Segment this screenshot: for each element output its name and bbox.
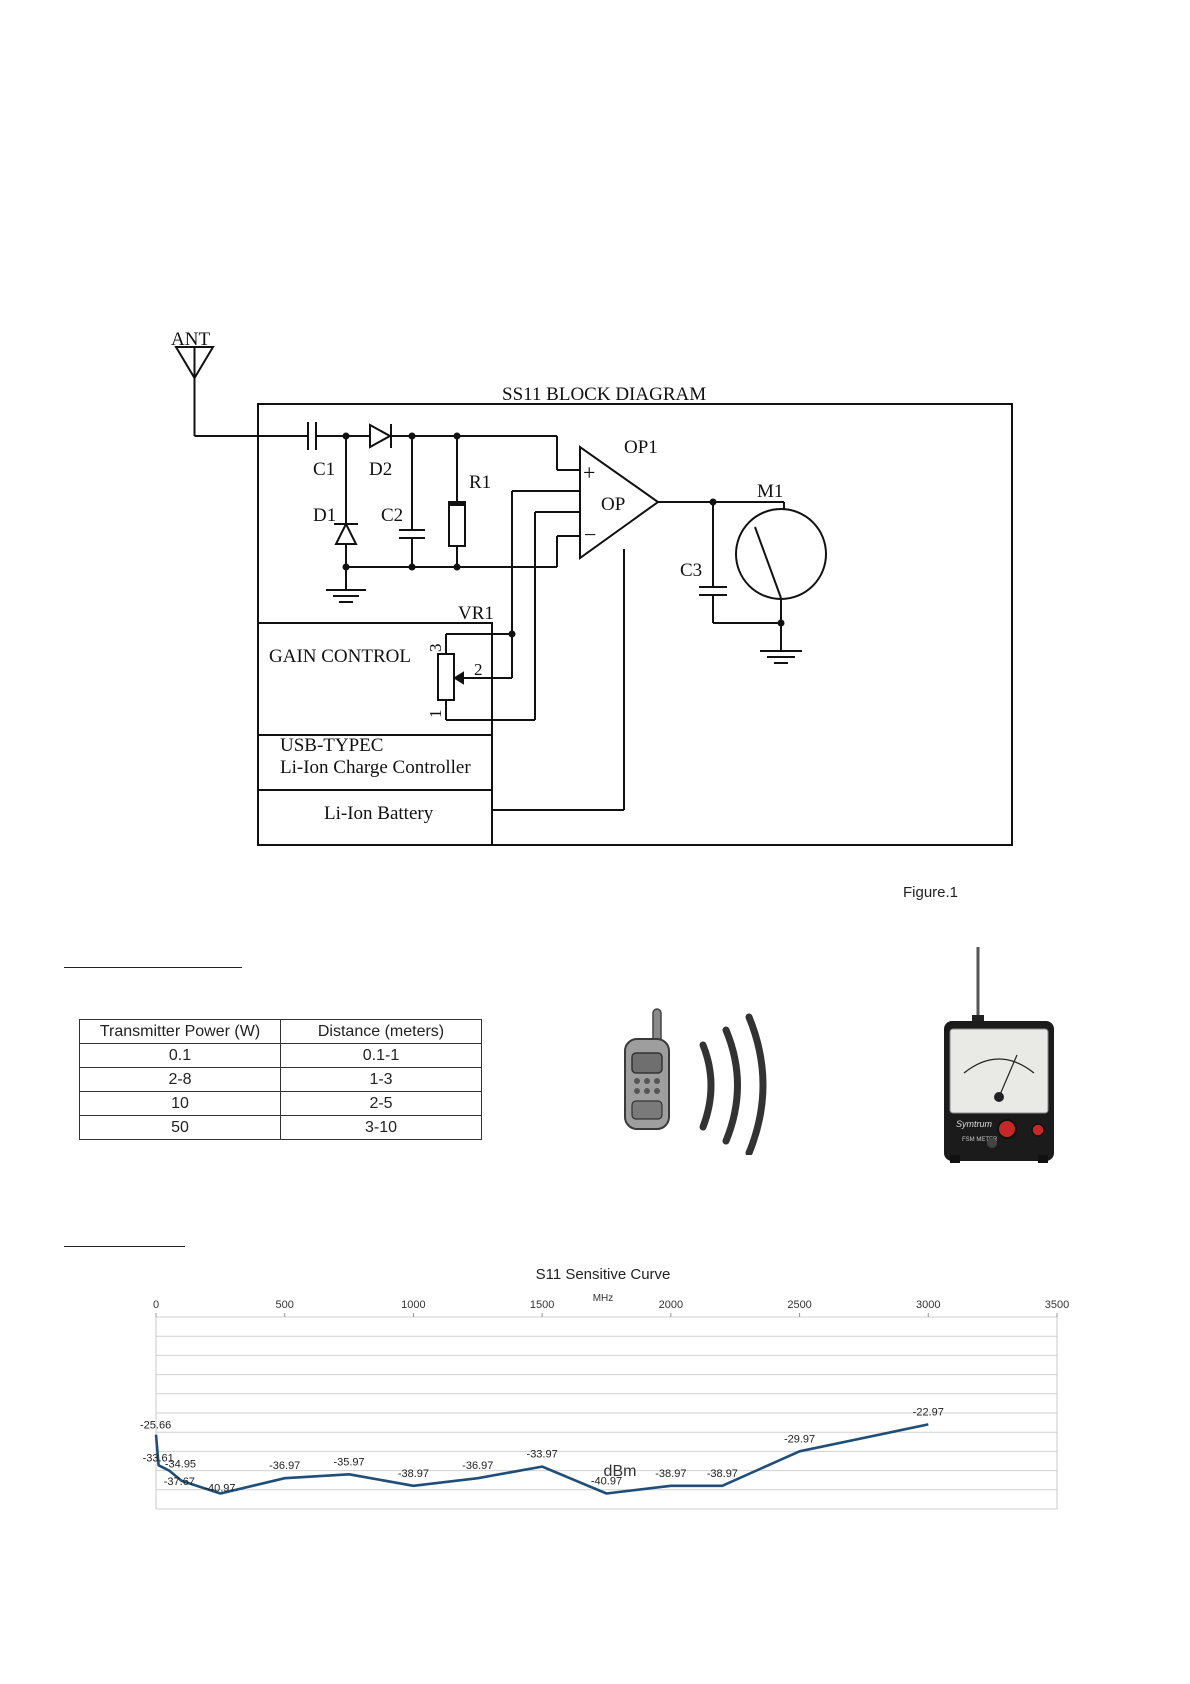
- x-tick-label: 3500: [1045, 1299, 1069, 1311]
- field-strength-meter-icon: Symtrum FSM METER: [944, 947, 1054, 1163]
- series-line: [154, 1423, 929, 1495]
- label-c1: C1: [313, 459, 335, 480]
- x-tick-label: 2000: [659, 1299, 683, 1311]
- data-label: -36.97: [462, 1460, 493, 1472]
- section-rule: [64, 967, 242, 968]
- label-c3: C3: [680, 560, 702, 581]
- x-axis-label: MHz: [593, 1293, 614, 1304]
- meter-m1-symbol: [735, 508, 827, 600]
- cell-power: 50: [79, 1115, 281, 1140]
- cell-power: 2-8: [79, 1067, 281, 1092]
- data-label: -38.97: [398, 1468, 429, 1480]
- label-pin3: 3: [426, 644, 445, 653]
- x-tick-label: 500: [276, 1299, 294, 1311]
- y-axis-label: dBm: [604, 1463, 637, 1480]
- data-label: -38.97: [655, 1468, 686, 1480]
- meter-model: FSM METER: [962, 1137, 998, 1143]
- data-label: -35.97: [333, 1456, 364, 1468]
- label-vr1: VR1: [458, 603, 494, 624]
- cell-power: 10: [79, 1091, 281, 1116]
- label-c2: C2: [381, 505, 403, 526]
- data-label: -36.97: [269, 1460, 300, 1472]
- x-tick-label: 1000: [401, 1299, 425, 1311]
- label-minus: −: [584, 522, 596, 547]
- label-op1: OP1: [624, 437, 658, 458]
- cell-distance: 2-5: [280, 1091, 482, 1116]
- usb-typec-label: USB-TYPEC: [280, 735, 383, 756]
- label-plus: +: [583, 460, 595, 485]
- data-label: -25.66: [140, 1420, 171, 1432]
- data-label: -33.97: [527, 1449, 558, 1461]
- table-header-row: Transmitter Power (W) Distance (meters): [79, 1019, 482, 1044]
- meter-brand: Symtrum: [956, 1119, 993, 1129]
- battery-label: Li-Ion Battery: [324, 803, 434, 824]
- x-axis-ticks: 0 500 1000 1500 2000 2500 3000 3500: [153, 1299, 1069, 1317]
- label-d1: D1: [313, 505, 336, 526]
- cell-power: 0.1: [79, 1043, 281, 1068]
- table-row: 50 3-10: [79, 1115, 482, 1140]
- header-transmitter-power: Transmitter Power (W): [79, 1019, 281, 1044]
- walkie-talkie-icon: [624, 1008, 767, 1155]
- block-diagram: ANT SS11 BLOCK DIAGRAM C1 D2 D1 C2 R1 OP…: [171, 329, 1013, 846]
- label-pin1: 1: [426, 710, 445, 719]
- table-row: 10 2-5: [79, 1091, 482, 1116]
- label-op: OP: [601, 494, 625, 515]
- x-tick-label: 2500: [787, 1299, 811, 1311]
- op-amp-symbol: [579, 445, 660, 560]
- label-d2: D2: [369, 459, 392, 480]
- table-row: 2-8 1-3: [79, 1067, 482, 1092]
- label-pin2: 2: [474, 660, 483, 679]
- chart-gridlines: [155, 1316, 1058, 1510]
- header-distance: Distance (meters): [280, 1019, 482, 1044]
- x-tick-label: 0: [153, 1299, 159, 1311]
- data-label: -34.95: [165, 1458, 196, 1470]
- label-r1: R1: [469, 472, 491, 493]
- cell-distance: 0.1-1: [280, 1043, 482, 1068]
- data-label: -40.97: [204, 1483, 235, 1495]
- chart-title: S11 Sensitive Curve: [536, 1266, 671, 1283]
- section-rule: [64, 1246, 185, 1247]
- antenna-label: ANT: [171, 329, 210, 350]
- label-m1: M1: [757, 481, 783, 502]
- data-label: -33.61: [143, 1452, 174, 1464]
- cell-distance: 1-3: [280, 1067, 482, 1092]
- data-labels: -25.66 -33.61-34.95 -37.67 -40.97 -36.97 -35.…: [140, 1406, 944, 1494]
- charge-controller-label: Li-Ion Charge Controller: [280, 757, 471, 778]
- data-label: -38.97: [707, 1468, 738, 1480]
- data-label: -40.97: [591, 1476, 622, 1488]
- cell-distance: 3-10: [280, 1115, 482, 1140]
- x-tick-label: 1500: [530, 1299, 554, 1311]
- table-row: 0.1 0.1-1: [79, 1043, 482, 1068]
- s11-sensitivity-chart: S11 Sensitive Curve MHz 0 500 1000 1500 2000…: [140, 1266, 1069, 1510]
- diagram-title: SS11 BLOCK DIAGRAM: [502, 384, 706, 405]
- gain-control-label: GAIN CONTROL: [269, 646, 411, 667]
- figure-caption: Figure.1: [903, 884, 959, 901]
- data-label: -22.97: [913, 1406, 944, 1418]
- data-label: -29.97: [784, 1433, 815, 1445]
- power-distance-table: Transmitter Power (W) Distance (meters) …: [79, 1019, 482, 1140]
- x-tick-label: 3000: [916, 1299, 940, 1311]
- data-label: -37.67: [164, 1476, 195, 1488]
